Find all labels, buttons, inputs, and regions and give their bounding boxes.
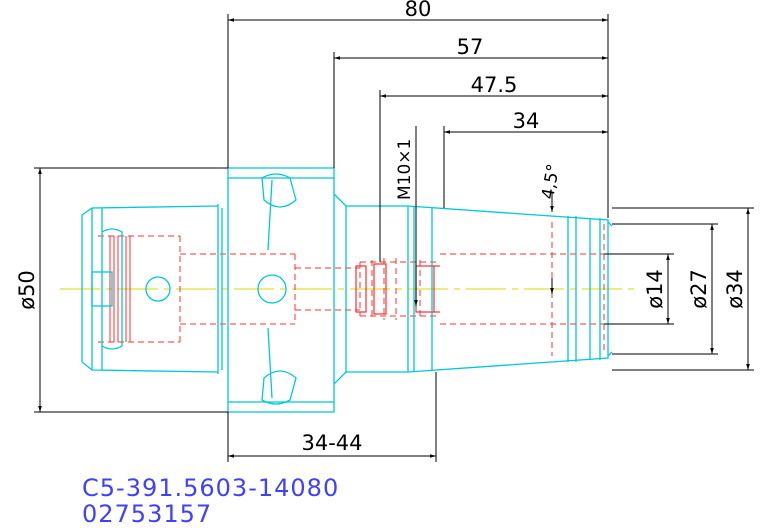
dim-thread: M10×1 (395, 139, 415, 200)
part-number: 02753157 (82, 500, 213, 528)
dim-length-34: 34 (513, 109, 540, 133)
dimension-labels: 80 57 47.5 34 34-44 M10×1 4,5° ø50 ø14 ø… (15, 0, 747, 455)
part-code: C5-391.5603-14080 (82, 474, 340, 502)
dim-dia-34: ø34 (723, 269, 747, 309)
dim-angle: 4,5° (538, 162, 564, 200)
dim-dia-50: ø50 (15, 270, 39, 310)
dim-dia-27: ø27 (687, 269, 711, 309)
dim-length-80: 80 (405, 0, 432, 21)
dim-clamp-range: 34-44 (301, 431, 362, 455)
dim-length-47-5: 47.5 (471, 73, 518, 97)
part-outline (81, 167, 613, 413)
dimension-lines (34, 14, 754, 462)
dim-dia-14: ø14 (643, 269, 667, 309)
dim-length-57: 57 (457, 35, 484, 59)
